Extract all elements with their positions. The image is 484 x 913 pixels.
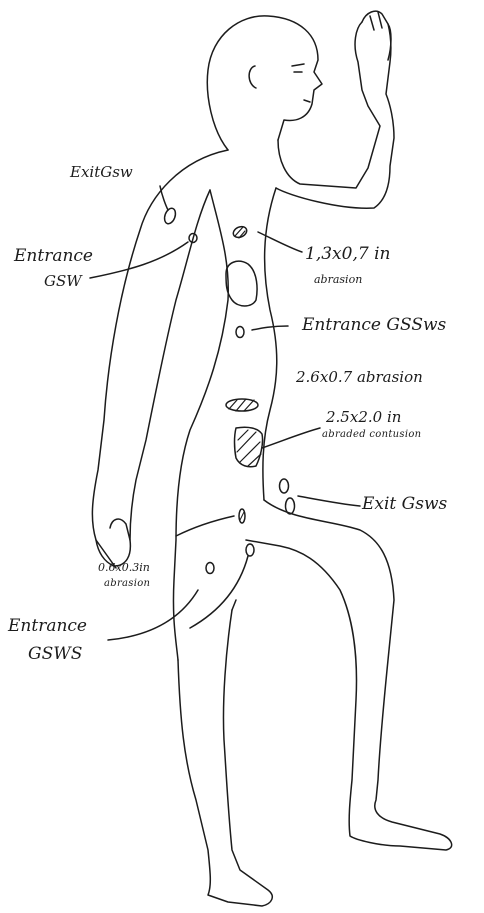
wound-entrance-gsw-leg-2 <box>246 544 254 556</box>
head-outline <box>207 16 322 150</box>
raised-hand-fingers <box>370 12 382 30</box>
wound-exit-gsw-upper-arm <box>163 207 178 225</box>
label-abdomen-abrasion: 2.6x0.7 abrasion <box>296 370 423 386</box>
leader-entrance-gsw-arm <box>90 242 188 278</box>
label-entrance-gsws-leg-line2: GSWS <box>28 646 82 664</box>
wound-exit-gsw-thigh-2 <box>286 498 295 514</box>
label-entrance-gsw-arm-line1: Entrance <box>14 248 93 266</box>
left-arm-inner <box>130 190 210 540</box>
label-exit-gsws-thigh: Exit Gsws <box>362 496 447 514</box>
label-contusion-line1: 2.5x2.0 in <box>326 410 401 426</box>
wound-chest-large-oval <box>226 261 257 306</box>
label-contusion-line2: abraded contusion <box>322 430 421 441</box>
label-exit-gsw-upper: ExitGsw <box>70 165 133 181</box>
mouth-mark <box>304 100 310 102</box>
label-entrance-gsws-torso: Entrance GSSws <box>302 317 446 335</box>
back-leg-outer <box>178 610 272 906</box>
ear-outline <box>249 66 256 88</box>
torso-back-outline <box>173 190 228 660</box>
wound-entrance-gsw-torso <box>236 327 244 338</box>
raised-arm-outline <box>278 22 380 188</box>
eye-mark <box>292 64 304 72</box>
wound-entrance-gsw-leg-1 <box>206 563 214 574</box>
wound-hip-contusion <box>235 427 263 466</box>
label-entrance-gsws-leg-line1: Entrance <box>8 618 87 636</box>
label-small-abrasion-line1: 0.6x0.3in <box>98 562 150 574</box>
raised-hand-outline <box>362 11 391 60</box>
label-chest-abrasion-line2: abrasion <box>314 274 362 286</box>
label-small-abrasion-line2: abrasion <box>104 579 150 590</box>
leader-exit-gsws-thigh <box>298 496 360 506</box>
left-arm-outer <box>92 150 228 568</box>
front-leg-outer <box>246 500 452 850</box>
leader-small-abrasion <box>176 516 234 536</box>
wound-small-abrasion-hatch <box>240 512 244 520</box>
label-entrance-gsw-arm-line2: GSW <box>44 274 82 290</box>
back-leg-inner <box>232 600 236 610</box>
leader-contusion <box>262 428 320 448</box>
wound-exit-gsw-thigh-1 <box>280 479 289 493</box>
left-hand-outline <box>96 519 130 566</box>
wound-hip-contusion-hatch <box>237 430 261 466</box>
leader-entrance-gsws-torso <box>252 326 288 330</box>
leader-exit-gsw-upper <box>160 186 168 210</box>
label-chest-abrasion-line1: 1,3x0,7 in <box>305 246 390 264</box>
